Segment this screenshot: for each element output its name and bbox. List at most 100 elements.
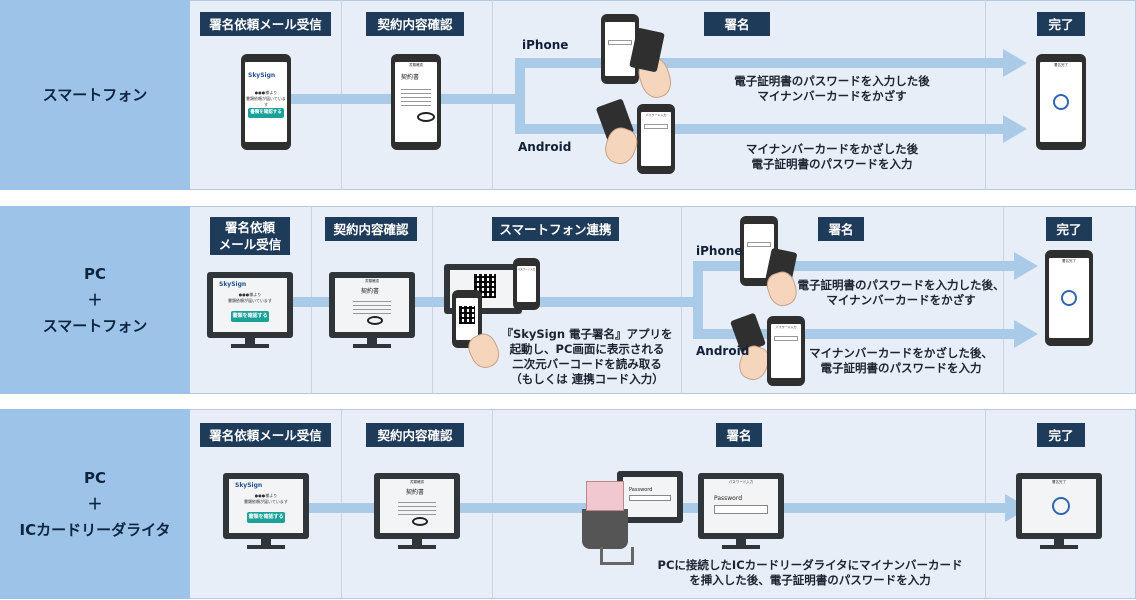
done-header: 署名完了 (1052, 480, 1066, 484)
check-icon (1053, 94, 1069, 110)
iphone-label: iPhone (696, 244, 743, 258)
flow-arrow-iphone (693, 261, 1018, 271)
link-caption: 『SkySign 電子署名』アプリを 起動し、PC画面に表示される 二次元バーコ… (501, 327, 673, 386)
pc-document-screen: 書類確認 契約書 (329, 272, 415, 352)
pw-header: パスワード入力 (728, 480, 754, 484)
doc-lines (398, 499, 436, 515)
phone-document-screen: 書類確認 契約書 (391, 54, 441, 150)
pc-mail-screen: SkySign ●●●様より 書類依頼が届いています 書類を確認する (207, 272, 293, 352)
step-header-done: 完了 (1037, 423, 1085, 447)
iphone-caption: 電子証明書のパスワードを入力した後、 マイナンバーカードをかざす (797, 278, 1005, 307)
icreader-caption: PCに接続したICカードリーダライタにマイナンバーカード を挿入した後、電子証明… (657, 558, 963, 587)
step-header-done: 完了 (1037, 12, 1085, 36)
qr-code-icon (459, 306, 475, 324)
arrowhead (1003, 49, 1027, 77)
check-icon (1052, 497, 1070, 515)
doc-title: 契約書 (361, 288, 380, 295)
arrowhead (1014, 252, 1038, 280)
pc-mail-screen: SkySign ●●●様より 書類依頼が届いています 書類を確認する (223, 473, 309, 553)
password-label: Password (714, 495, 743, 502)
confirm-button: 書類を確認する (231, 311, 269, 322)
pw-header: パスワード入力 (645, 113, 667, 117)
mail-text: ●●●様より 書類依頼が届いています (246, 90, 286, 107)
phone-qr-reader: パスワード入力 (513, 258, 540, 310)
flow-arrow-android (693, 329, 1018, 339)
phone-android-sign: パスワード入力 (767, 316, 805, 386)
flow-arrow-android (515, 124, 1005, 134)
pc-document-screen: 書類確認 契約書 (374, 473, 460, 553)
phone-android-sign: パスワード入力 (637, 104, 675, 174)
skysign-logo: SkySign (235, 482, 263, 489)
reader-cable (600, 547, 634, 565)
phone-done-screen: 署名完了 (1036, 54, 1086, 150)
eye-check-icon (417, 112, 435, 122)
arrowhead (1014, 320, 1038, 348)
mail-text: ●●●様より 書類依頼が届いています (244, 493, 288, 504)
done-header: 署名完了 (1062, 259, 1076, 263)
step-header-sign: 署名 (704, 12, 770, 36)
doc-title: 契約書 (406, 489, 425, 496)
step-header-done: 完了 (1046, 217, 1092, 241)
step-header-sign: 署名 (818, 217, 864, 241)
ic-card-reader-icon (582, 509, 628, 549)
skysign-logo: SkySign (248, 72, 276, 79)
row-label: PC ＋ スマートフォン (0, 206, 190, 394)
row-label: PC ＋ ICカードリーダライタ (0, 409, 190, 599)
check-icon (1061, 290, 1077, 306)
doc-header: 書類確認 (409, 63, 423, 67)
doc-title: 契約書 (401, 74, 420, 81)
flow-arrow (693, 261, 703, 339)
step-header-link: スマートフォン連携 (492, 217, 619, 241)
mail-text: ●●●様より 書類依頼が届いています (228, 292, 272, 303)
step-header-confirm: 契約内容確認 (325, 217, 417, 241)
password-label: Password (629, 487, 653, 493)
pc-password-small: Password (617, 471, 683, 531)
pw-field (644, 124, 668, 129)
phone-mail-screen: SkySign ●●●様より 書類依頼が届いています 書類を確認する (241, 54, 291, 150)
pw-field (608, 40, 632, 45)
confirm-button: 書類を確認する (247, 512, 285, 523)
eye-check-icon (367, 316, 383, 325)
phone-qr-scanning (452, 290, 482, 348)
column-divider (985, 0, 986, 190)
doc-header: 書類確認 (410, 480, 424, 484)
pw-field (747, 242, 771, 247)
row-pc-smartphone: PC ＋ スマートフォン 署名依頼 メール受信 契約内容確認 スマートフォン連携… (0, 206, 1136, 394)
pw-header: パスワード入力 (775, 325, 797, 329)
step-header-confirm: 契約内容確認 (366, 12, 464, 36)
iphone-caption: 電子証明書のパスワードを入力した後 マイナンバーカードをかざす (734, 74, 930, 103)
iphone-label: iPhone (522, 38, 569, 52)
flow-arrow (515, 58, 525, 134)
row-pc-icreader: PC ＋ ICカードリーダライタ 署名依頼メール受信 契約内容確認 署名 完了 … (0, 409, 1136, 599)
step-header-mail: 署名依頼 メール受信 (210, 217, 290, 255)
doc-lines (353, 298, 391, 314)
column-divider (1003, 206, 1004, 394)
pc-done-screen: 署名完了 (1016, 473, 1102, 553)
step-header-mail: 署名依頼メール受信 (200, 423, 331, 447)
phone-iphone-sign (601, 14, 639, 84)
step-header-confirm: 契約内容確認 (366, 423, 464, 447)
doc-header: 書類確認 (365, 279, 379, 283)
pw-field (714, 505, 768, 514)
step-header-sign: 署名 (716, 423, 762, 447)
pw-header: パスワード入力 (517, 268, 536, 271)
skysign-logo: SkySign (219, 281, 247, 288)
phone-done-screen: 署名完了 (1045, 250, 1093, 346)
pw-field (629, 495, 671, 501)
pc-password-screen: パスワード入力 Password (698, 473, 784, 553)
android-label: Android (696, 344, 750, 358)
flow-arrow-iphone (515, 58, 1005, 68)
doc-lines (401, 86, 431, 106)
android-caption: マイナンバーカードをかざした後 電子証明書のパスワードを入力 (745, 142, 919, 171)
done-header: 署名完了 (1054, 63, 1068, 67)
pw-field (774, 336, 798, 341)
android-caption: マイナンバーカードをかざした後、 電子証明書のパスワードを入力 (809, 346, 993, 375)
mynumber-card-icon (586, 481, 624, 511)
arrowhead (1003, 115, 1027, 143)
eye-check-icon (412, 517, 428, 526)
row-smartphone: スマートフォン 署名依頼メール受信 契約内容確認 署名 完了 SkySign ●… (0, 0, 1136, 190)
row-label: スマートフォン (0, 0, 190, 190)
confirm-button: 書類を確認する (248, 108, 284, 118)
android-label: Android (518, 140, 572, 154)
step-header-mail: 署名依頼メール受信 (200, 12, 331, 36)
